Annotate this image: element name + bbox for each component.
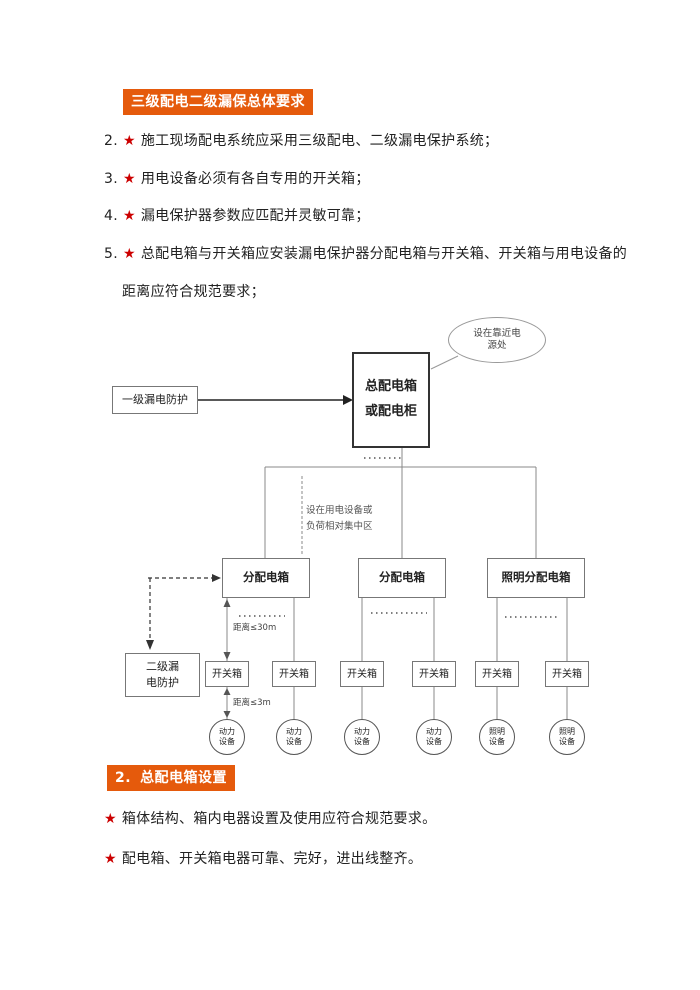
item-number: 4. <box>104 208 118 224</box>
lighting-distribution-box: 照明分配电箱 <box>487 558 585 598</box>
device-text-line: 设备 <box>219 737 235 746</box>
section-header-box-setup: 2. 总配电箱设置 <box>107 765 236 791</box>
section-title-text: 总配电箱设置 <box>140 770 228 786</box>
list-item-3: 3. ★用电设备必须有各自专用的开关箱； <box>104 168 370 188</box>
star-icon: ★ <box>123 133 136 149</box>
list-item-5-continued: 距离应符合规范要求； <box>122 284 265 300</box>
device-circle-power-3: 动力 设备 <box>344 719 380 755</box>
star-icon: ★ <box>104 811 117 827</box>
star-icon: ★ <box>123 171 136 187</box>
star-icon: ★ <box>104 851 117 867</box>
callout-text-line: 源处 <box>487 340 507 351</box>
switch-box-6: 开关箱 <box>545 661 589 687</box>
distance-measure-arrows <box>223 599 231 718</box>
note-item-2: ★配电箱、开关箱电器可靠、完好，进出线整齐。 <box>104 848 422 868</box>
item-text: 施工现场配电系统应采用三级配电、二级漏电保护系统； <box>140 133 499 149</box>
device-text-line: 设备 <box>354 737 370 746</box>
device-text-line: 动力 <box>219 727 235 736</box>
annotation-text-line: 设在用电设备或 <box>306 505 373 516</box>
main-box-text-line: 总配电箱 <box>364 379 417 395</box>
annotation-text-line: 负荷相对集中区 <box>306 520 373 532</box>
device-text-line: 照明 <box>489 727 505 736</box>
main-box-text-line: 或配电柜 <box>364 404 417 419</box>
note-item-1: ★箱体结构、箱内电器设置及使用应符合规范要求。 <box>104 808 436 828</box>
level1-protection-box: 一级漏电防护 <box>112 386 198 414</box>
item-number: 5. <box>104 246 118 262</box>
item-number: 2. <box>104 133 118 149</box>
device-circle-lighting-2: 照明 设备 <box>549 719 585 755</box>
level2-protection-box: 二级漏 电防护 <box>125 653 200 697</box>
section-number: 2. <box>115 770 132 786</box>
switch-box-2: 开关箱 <box>272 661 316 687</box>
device-circle-power-2: 动力 设备 <box>276 719 312 755</box>
switch-to-device-lines <box>226 687 568 719</box>
device-text-line: 动力 <box>286 727 302 736</box>
section-header-overall: 三级配电二级漏保总体要求 <box>123 89 313 115</box>
callout-tail-line <box>430 355 459 370</box>
device-text-line: 照明 <box>559 727 575 736</box>
device-text-line: 动力 <box>426 727 442 736</box>
device-circle-lighting-1: 照明 设备 <box>479 719 515 755</box>
star-icon: ★ <box>123 246 136 262</box>
main-distribution-box: 总配电箱 或配电柜 <box>352 352 430 448</box>
item-number: 3. <box>104 171 118 187</box>
switch-box-3: 开关箱 <box>340 661 384 687</box>
switch-box-1: 开关箱 <box>205 661 249 687</box>
distribution-box-2: 分配电箱 <box>358 558 446 598</box>
distribution-drop-lines <box>226 598 568 661</box>
level2-text-line: 二级漏 <box>146 659 179 673</box>
device-text-line: 设备 <box>489 737 505 746</box>
location-annotation: 设在用电设备或 负荷相对集中区 <box>306 503 373 534</box>
device-text-line: 动力 <box>354 727 370 736</box>
item-text: 总配电箱与开关箱应安装漏电保护器分配电箱与开关箱、开关箱与用电设备的 <box>140 246 628 262</box>
list-item-2: 2. ★施工现场配电系统应采用三级配电、二级漏电保护系统； <box>104 130 498 150</box>
device-circle-power-4: 动力 设备 <box>416 719 452 755</box>
item-text: 用电设备必须有各自专用的开关箱； <box>140 171 370 187</box>
item-text: 漏电保护器参数应匹配并灵敏可靠； <box>140 208 370 224</box>
switch-box-5: 开关箱 <box>475 661 519 687</box>
distance-30m-label: 距离≤30m <box>233 623 277 633</box>
dashed-arrows-level2 <box>146 574 221 650</box>
device-text-line: 设备 <box>426 737 442 746</box>
switch-box-4: 开关箱 <box>412 661 456 687</box>
star-icon: ★ <box>123 208 136 224</box>
callout-bubble: 设在靠近电 源处 <box>448 317 546 363</box>
device-text-line: 设备 <box>286 737 302 746</box>
device-circle-power-1: 动力 设备 <box>209 719 245 755</box>
level2-text-line: 电防护 <box>146 676 179 689</box>
distance-3m-label: 距离≤3m <box>233 698 271 708</box>
arrow-level1-to-main <box>198 395 353 405</box>
distribution-box-1: 分配电箱 <box>222 558 310 598</box>
list-item-4: 4. ★漏电保护器参数应匹配并灵敏可靠； <box>104 205 370 225</box>
device-text-line: 设备 <box>559 737 575 746</box>
list-item-5: 5. ★总配电箱与开关箱应安装漏电保护器分配电箱与开关箱、开关箱与用电设备的 <box>104 243 627 263</box>
note-text: 配电箱、开关箱电器可靠、完好，进出线整齐。 <box>121 851 423 867</box>
callout-text-line: 设在靠近电 <box>473 327 521 339</box>
note-text: 箱体结构、箱内电器设置及使用应符合规范要求。 <box>121 811 437 827</box>
